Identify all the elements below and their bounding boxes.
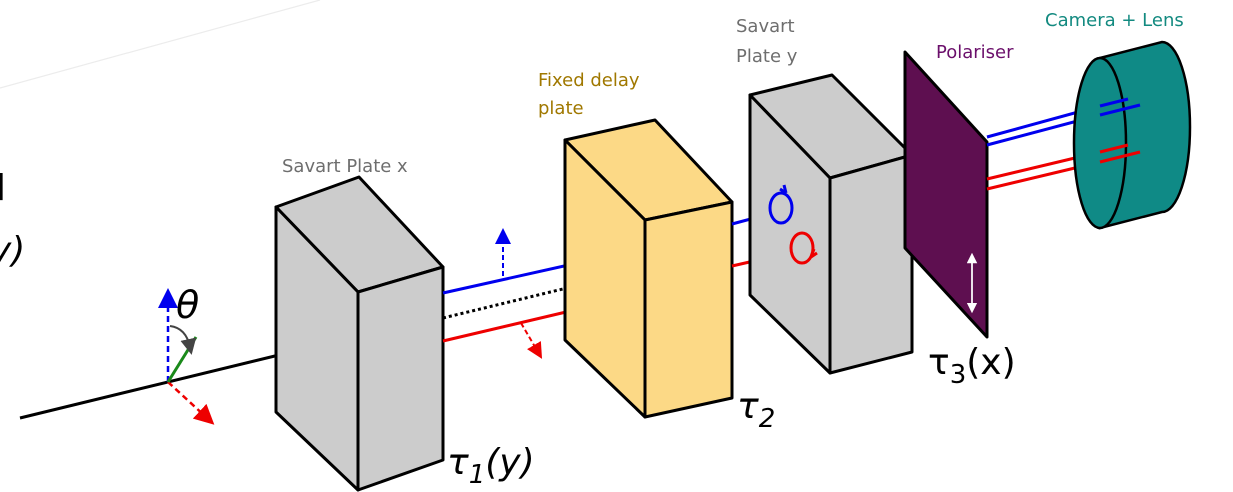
savart-plate-x [274, 175, 445, 492]
polarisation-axes [158, 288, 215, 425]
savart-plate-x-side [356, 265, 445, 492]
polariser [903, 50, 989, 339]
theta-arc-arrow [169, 325, 197, 355]
guide-line [0, 0, 321, 89]
camera-label: Camera + Lens [1045, 10, 1184, 31]
blue-beam-5b [1099, 103, 1141, 117]
blue-circular-polarisation [768, 184, 794, 225]
theta-label: θ [176, 283, 199, 327]
cut-label-top: l [0, 168, 6, 209]
red-circular-polarisation [789, 231, 818, 265]
blue-beam-5a [1099, 97, 1129, 108]
savart-plate-y [748, 73, 914, 375]
tau3-label: τ3(x) [928, 342, 1016, 390]
fixed-delay-label-1: Fixed delay [538, 70, 640, 91]
red-beam-5b [1099, 150, 1141, 164]
savart-plate-x-label: Savart Plate x [282, 156, 408, 177]
red-polarisation-arrow [520, 322, 543, 359]
cut-label-bottom: y) [0, 230, 25, 271]
polariser-label: Polariser [936, 42, 1014, 63]
tau1-label: τ1(y) [447, 442, 535, 490]
delay-plate-side [643, 200, 734, 419]
savart-plate-y-side [828, 153, 914, 375]
fixed-delay-plate [563, 118, 734, 419]
tau2-label: τ2 [737, 386, 775, 434]
camera-lens-face [1072, 56, 1128, 230]
fixed-delay-label-2: plate [538, 98, 584, 119]
savart-plate-y-label-2: Plate y [736, 46, 798, 67]
red-beam-5a [1099, 143, 1129, 154]
camera-lens [1072, 40, 1192, 230]
horizontal-axis-arrow [167, 381, 215, 425]
savart-plate-y-label-1: Savart [736, 16, 795, 37]
